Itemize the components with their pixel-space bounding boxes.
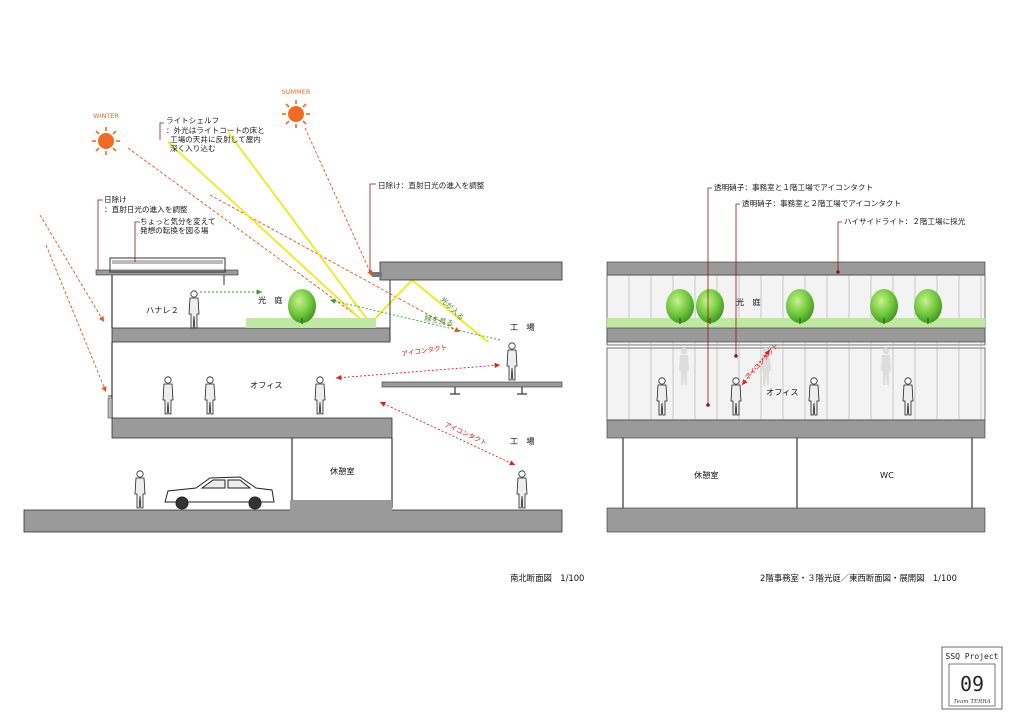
note-glass-1: 透明硝子：事務室と１階工場でアイコンタクト xyxy=(714,182,873,192)
eye-contact-arrow-1 xyxy=(335,362,501,381)
eave-right-note: 日除け：直射日光の進入を調整 xyxy=(378,180,485,190)
person-figure xyxy=(506,342,518,381)
person-figure xyxy=(204,376,216,415)
ew-room-kotei: 光 庭 xyxy=(736,297,761,307)
room-rest: 休憩室 xyxy=(330,466,355,476)
project-name: SSQ Project xyxy=(946,652,999,661)
ew-roof xyxy=(606,261,986,276)
person-figure xyxy=(134,470,146,509)
light-shelf-line2: 工場の天井に反射して屋内 xyxy=(170,134,261,144)
eye-contact-label-1: アイコンタクト xyxy=(401,343,448,358)
eye-contact-arrow-2 xyxy=(379,401,516,466)
note-glass-2: 透明硝子：事務室と２階工場でアイコンタクト xyxy=(742,198,901,208)
sheet-number: 09 xyxy=(960,672,984,696)
room-hanare2: ハナレ２ xyxy=(146,305,179,315)
light-shelf-line1: ：外光はライトコートの床と xyxy=(166,125,265,135)
refresh-line2: 発想の転換を図る場 xyxy=(140,225,209,235)
ew-office-slab xyxy=(606,419,986,439)
note-highside: ハイサイドライト：２階工場に採光 xyxy=(844,216,966,226)
eave-left-title: 日除け xyxy=(104,194,127,204)
person-figure xyxy=(314,376,326,415)
see-green-label: 緑を見る xyxy=(424,313,455,328)
light-shelf-rays xyxy=(167,131,489,343)
ew-room-wc: WC xyxy=(880,470,894,480)
car-icon xyxy=(164,476,275,510)
refresh-line1: ちょっと気分を変えて xyxy=(140,216,216,226)
room-factory-lower: 工 場 xyxy=(510,436,535,446)
ew-room-office: オフィス xyxy=(766,387,799,397)
annotation-leaders xyxy=(97,122,376,272)
winter-sun-icon xyxy=(92,127,120,155)
ns-caption: 南北断面図 1/100 xyxy=(510,573,584,583)
ground-slab xyxy=(23,509,563,533)
summer-label: SUMMER xyxy=(282,88,311,96)
room-factory-upper: 工 場 xyxy=(510,322,535,332)
person-figure xyxy=(188,290,200,329)
light-shelf-line3: 深く入り込む xyxy=(170,144,216,153)
room-kotei: 光 庭 xyxy=(258,295,283,305)
office-slab xyxy=(111,417,393,439)
glass-mullions xyxy=(628,275,982,420)
ew-caption: 2階事務室・３階光庭／東西断面図・展開図 1/100 xyxy=(760,573,957,583)
ew-courtyard-slab xyxy=(606,327,986,343)
courtyard-slab xyxy=(111,327,391,343)
hanare-roof xyxy=(95,257,239,276)
ew-ground-slab xyxy=(606,507,986,533)
room-office: オフィス xyxy=(250,380,283,390)
ew-eye-contact-arrow xyxy=(741,349,771,386)
factory-mezzanine xyxy=(381,381,563,388)
eye-contact-label-2: アイコンタクト xyxy=(443,420,488,448)
courtyard-lawn xyxy=(246,318,376,328)
person-figure xyxy=(162,376,174,415)
title-block: SSQ Project 09 Team TERRA xyxy=(941,646,1003,710)
ew-annotation-leaders xyxy=(707,187,842,405)
east-west-section: 透明硝子：事務室と１階工場でアイコンタクト 透明硝子：事務室と２階工場でアイコン… xyxy=(606,182,986,583)
north-south-section: WINTER SUMMER xyxy=(23,88,584,583)
person-figure xyxy=(516,470,528,509)
summer-sun-icon xyxy=(282,100,310,128)
winter-label: WINTER xyxy=(93,112,119,120)
eave-left-desc: ：直射日光の進入を調整 xyxy=(104,204,188,214)
team-name: Team TERRA xyxy=(953,699,990,705)
view-arrow-factory xyxy=(329,298,501,341)
summer-sun-rays xyxy=(304,127,373,277)
light-shelf-title: ライトシェルフ xyxy=(166,116,219,125)
ew-room-rest: 休憩室 xyxy=(694,470,719,480)
factory-roof xyxy=(379,261,563,281)
